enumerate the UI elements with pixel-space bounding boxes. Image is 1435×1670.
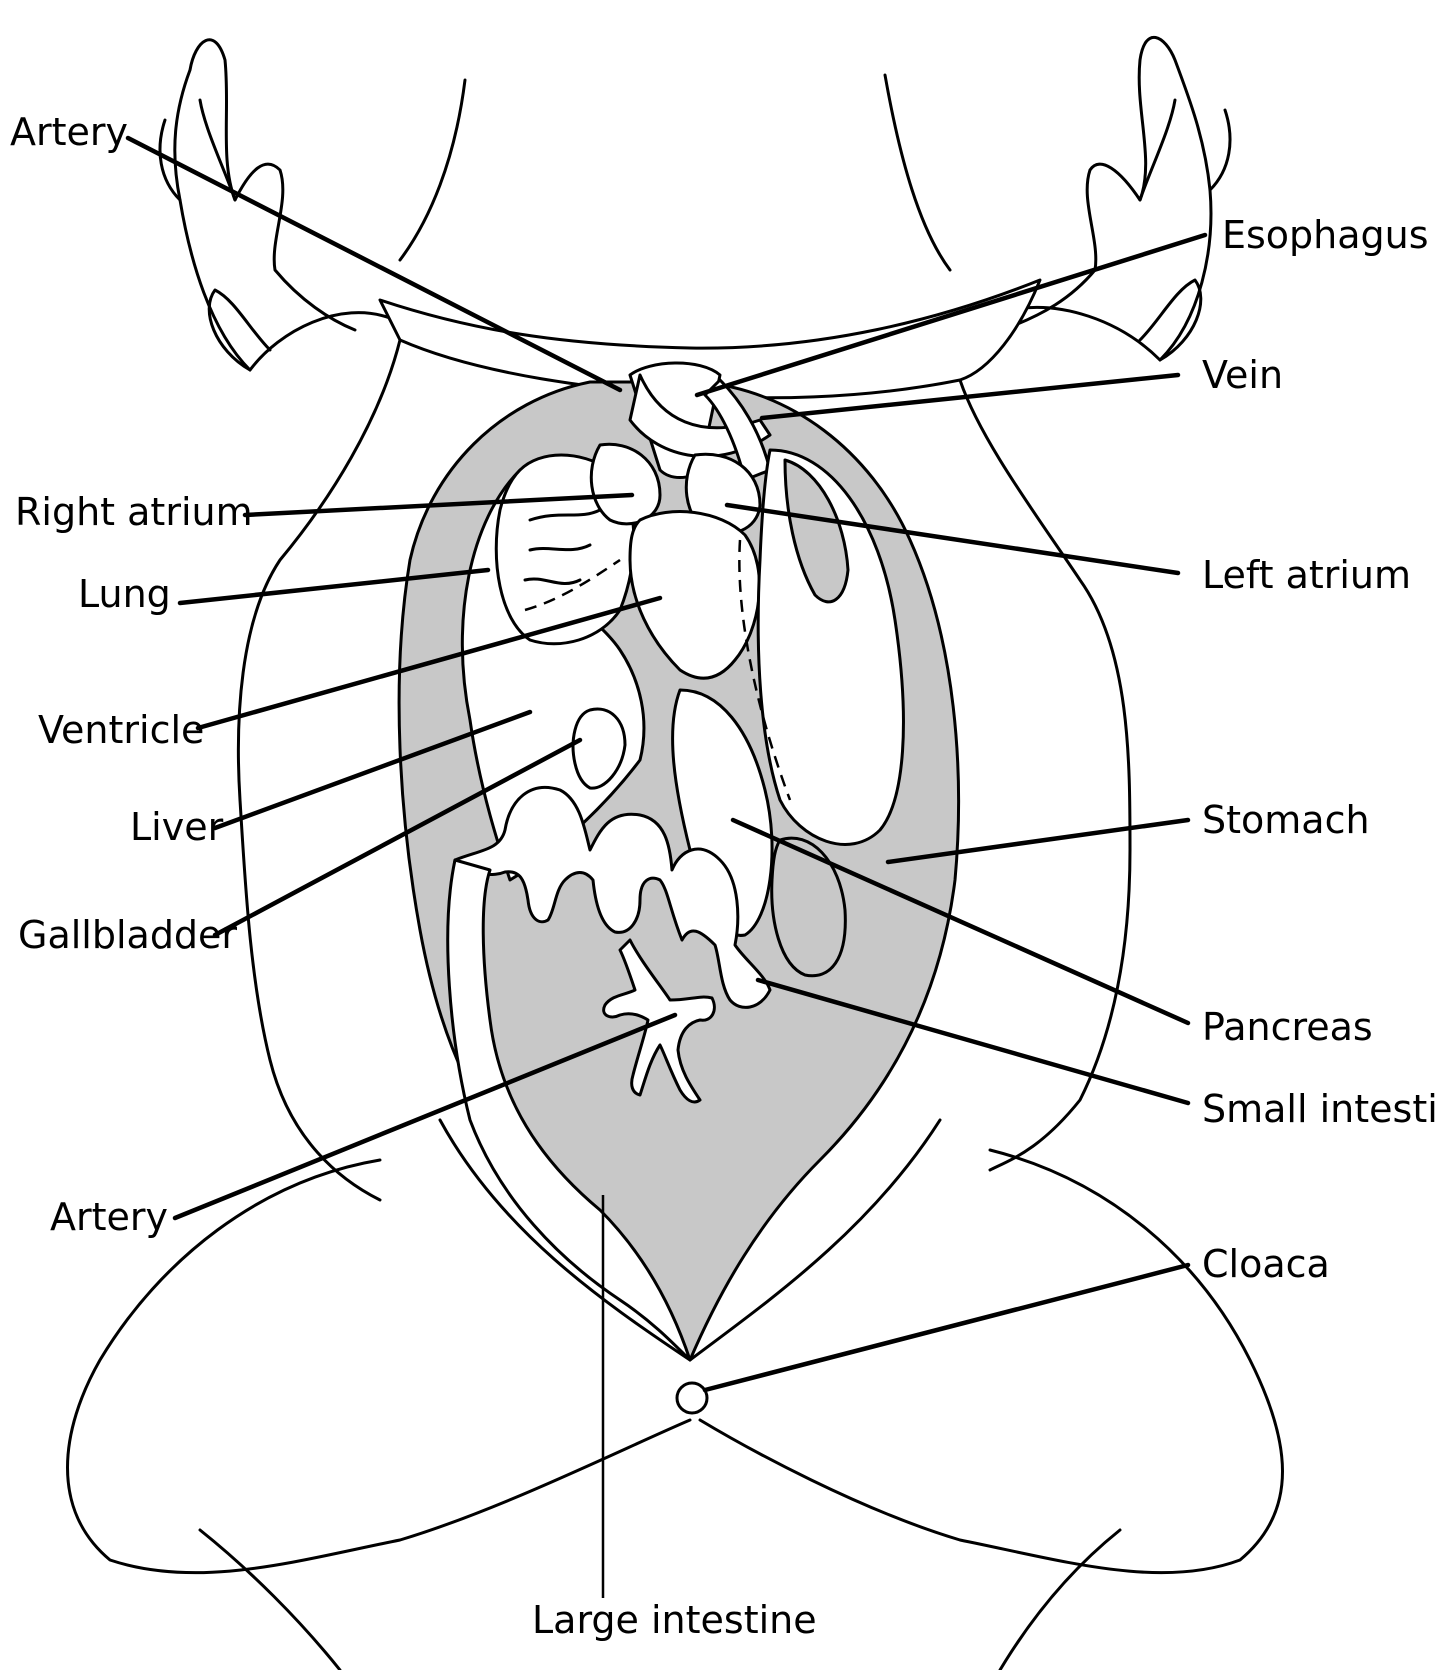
left-arm bbox=[175, 40, 390, 370]
right-fingers bbox=[1140, 100, 1230, 360]
label-left-atrium: Left atrium bbox=[1202, 553, 1411, 597]
label-right-atrium: Right atrium bbox=[15, 490, 253, 534]
label-esophagus: Esophagus bbox=[1222, 213, 1429, 257]
label-gallbladder: Gallbladder bbox=[18, 913, 237, 957]
head-right-edge bbox=[885, 75, 950, 270]
leader-cloaca bbox=[705, 1265, 1188, 1390]
label-liver: Liver bbox=[130, 805, 224, 849]
label-cloaca: Cloaca bbox=[1202, 1242, 1330, 1286]
left-leg-lower bbox=[200, 1530, 340, 1670]
label-lung: Lung bbox=[78, 572, 171, 616]
leader-artery-top bbox=[128, 138, 620, 390]
label-artery-bottom: Artery bbox=[50, 1195, 168, 1239]
label-ventricle: Ventricle bbox=[38, 708, 204, 752]
label-small-intestine: Small intestir bbox=[1202, 1087, 1435, 1131]
label-vein: Vein bbox=[1202, 353, 1283, 397]
label-large-intestine: Large intestine bbox=[532, 1598, 817, 1642]
torso-right bbox=[960, 380, 1130, 1170]
label-stomach: Stomach bbox=[1202, 798, 1370, 842]
label-artery-top: Artery bbox=[10, 110, 128, 154]
label-pancreas: Pancreas bbox=[1202, 1005, 1373, 1049]
cloaca bbox=[677, 1383, 707, 1413]
right-arm bbox=[1010, 37, 1211, 360]
right-leg bbox=[700, 1150, 1283, 1573]
head-left-edge bbox=[400, 80, 465, 260]
